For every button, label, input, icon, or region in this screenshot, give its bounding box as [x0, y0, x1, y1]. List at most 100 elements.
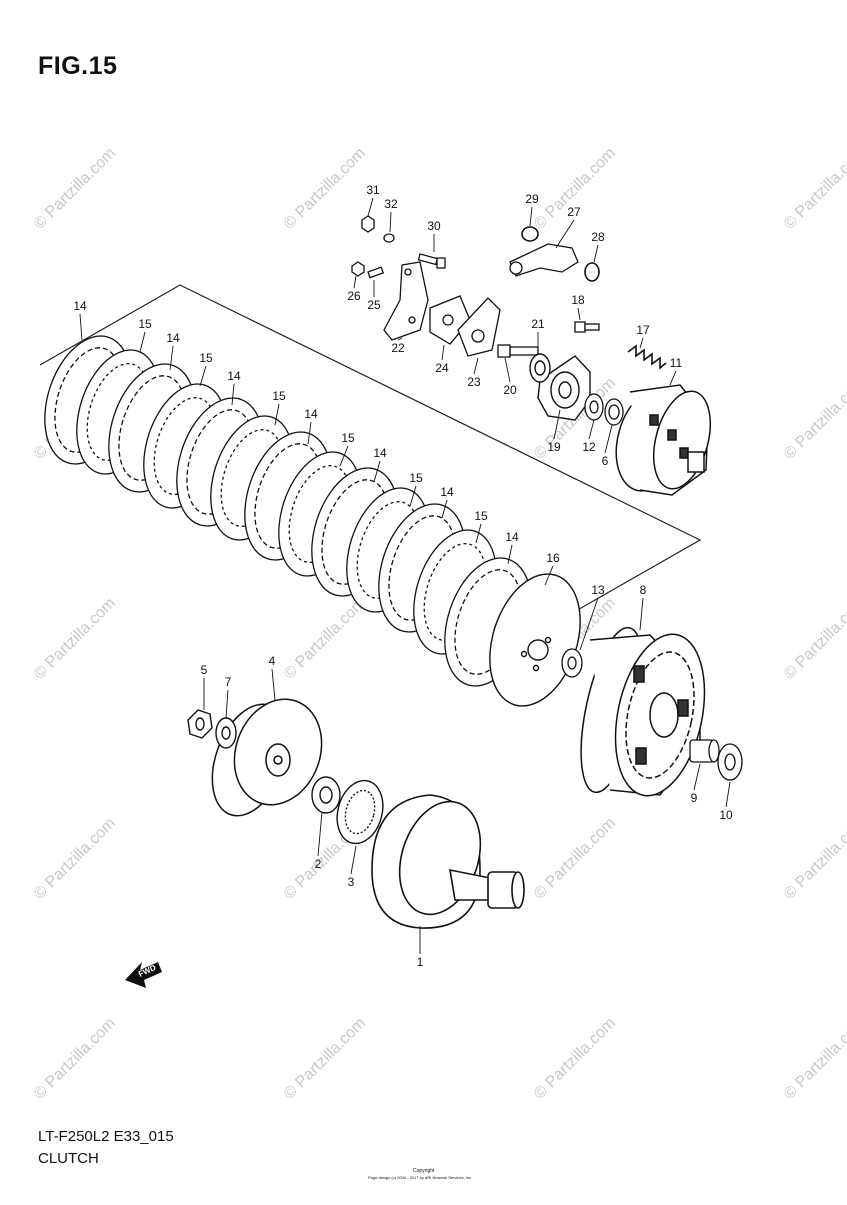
watermark-text: © Partzilla.com	[781, 0, 847, 3]
leader-line-17	[639, 337, 644, 349]
part-number-32: 32	[384, 197, 398, 211]
part-number-3: 3	[348, 875, 355, 889]
leader-line-3	[350, 845, 357, 875]
leader-line-16	[544, 565, 554, 586]
part-number-10: 10	[719, 808, 733, 822]
leader-line-13	[579, 597, 599, 651]
pressure-plate	[489, 573, 581, 707]
part-number-22: 22	[391, 341, 405, 355]
watermark-text: © Partzilla.com	[781, 145, 847, 233]
leader-line-14	[169, 345, 174, 371]
watermark-text: © Partzilla.com	[31, 145, 119, 233]
part-number-4: 4	[269, 654, 276, 668]
part-number-12: 12	[582, 440, 596, 454]
release-plate	[537, 355, 591, 421]
leader-line-20	[504, 357, 511, 383]
copyright-line: Page design (c) 2004 - 2017 by ARI Netwo…	[368, 1175, 473, 1180]
bolt	[574, 321, 600, 333]
washer	[215, 717, 237, 749]
o-ring	[584, 262, 600, 282]
leader-line-23	[473, 357, 479, 375]
leader-line-26	[353, 275, 357, 289]
watermark-text: © Partzilla.com	[281, 145, 369, 233]
stud	[367, 266, 385, 279]
leader-line-14	[373, 460, 381, 483]
leader-line-27	[555, 219, 575, 249]
watermark-text: © Partzilla.com	[781, 1015, 847, 1103]
leader-line-15	[339, 445, 349, 467]
bearing	[529, 353, 551, 383]
release-arm	[509, 243, 579, 277]
leader-line-32	[389, 211, 392, 233]
watermark-text: © Partzilla.com	[31, 595, 119, 683]
part-number-14: 14	[73, 299, 87, 313]
model-code: LT-F250L2 E33_015	[38, 1128, 174, 1145]
bolt	[417, 253, 446, 269]
leader-line-14	[441, 499, 448, 519]
part-number-17: 17	[636, 323, 650, 337]
part-number-14: 14	[166, 331, 180, 345]
part-number-14: 14	[440, 485, 454, 499]
watermark-text: © Partzilla.com	[781, 375, 847, 463]
watermark-text: © Partzilla.com	[531, 1015, 619, 1103]
leader-line-14	[231, 383, 235, 406]
nut	[187, 709, 213, 739]
leader-line-8	[639, 597, 644, 631]
watermark-text: © Partzilla.com	[31, 815, 119, 903]
leader-line-15	[199, 365, 207, 387]
release-bracket	[383, 261, 429, 341]
clutch-housing	[580, 626, 706, 797]
leader-line-15	[139, 331, 146, 353]
leader-line-7	[225, 689, 229, 719]
leader-lines	[79, 197, 731, 954]
clutch-sleeve-hub	[615, 384, 712, 496]
part-number-11: 11	[670, 356, 683, 370]
leader-line-15	[475, 523, 482, 544]
washer	[383, 233, 395, 243]
figure-title: FIG.15	[38, 52, 118, 80]
watermark-text: © Partzilla.com	[281, 1015, 369, 1103]
one-way-clutch	[311, 776, 341, 814]
part-number-15: 15	[474, 509, 488, 523]
watermark-text: © Partzilla.com	[531, 815, 619, 903]
part-number-15: 15	[341, 431, 355, 445]
leader-line-18	[577, 307, 581, 321]
nut	[361, 215, 375, 233]
part-number-20: 20	[503, 383, 517, 397]
part-number-26: 26	[347, 289, 361, 303]
part-number-31: 31	[366, 183, 380, 197]
release-pin	[497, 344, 539, 358]
leader-line-14	[79, 313, 83, 341]
watermark-text: © Partzilla.com	[531, 145, 619, 233]
watermark-text: © Partzilla.com	[281, 0, 369, 3]
watermark-text: © Partzilla.com	[781, 815, 847, 903]
clutch-plate-stack	[44, 335, 532, 687]
part-number-6: 6	[602, 454, 609, 468]
leader-line-28	[593, 244, 599, 263]
leader-line-24	[441, 344, 445, 361]
bush	[689, 739, 720, 763]
part-number-19: 19	[547, 440, 561, 454]
o-ring	[521, 226, 539, 242]
watermark-text: © Partzilla.com	[531, 0, 619, 3]
part-number-28: 28	[591, 230, 605, 244]
washer	[604, 398, 624, 426]
part-number-29: 29	[525, 192, 539, 206]
part-number-15: 15	[199, 351, 213, 365]
leader-line-6	[604, 424, 613, 454]
watermark-text: © Partzilla.com	[31, 0, 119, 3]
part-number-15: 15	[409, 471, 423, 485]
washer	[561, 648, 583, 678]
leader-line-29	[529, 206, 533, 227]
part-number-16: 16	[546, 551, 560, 565]
leader-line-19	[553, 409, 561, 440]
part-number-27: 27	[567, 205, 581, 219]
leader-line-11	[669, 370, 677, 386]
part-number-1: 1	[417, 955, 424, 969]
leader-line-31	[367, 197, 374, 217]
leader-line-15	[274, 403, 280, 426]
needle-bearing	[336, 779, 384, 845]
part-number-18: 18	[571, 293, 585, 307]
